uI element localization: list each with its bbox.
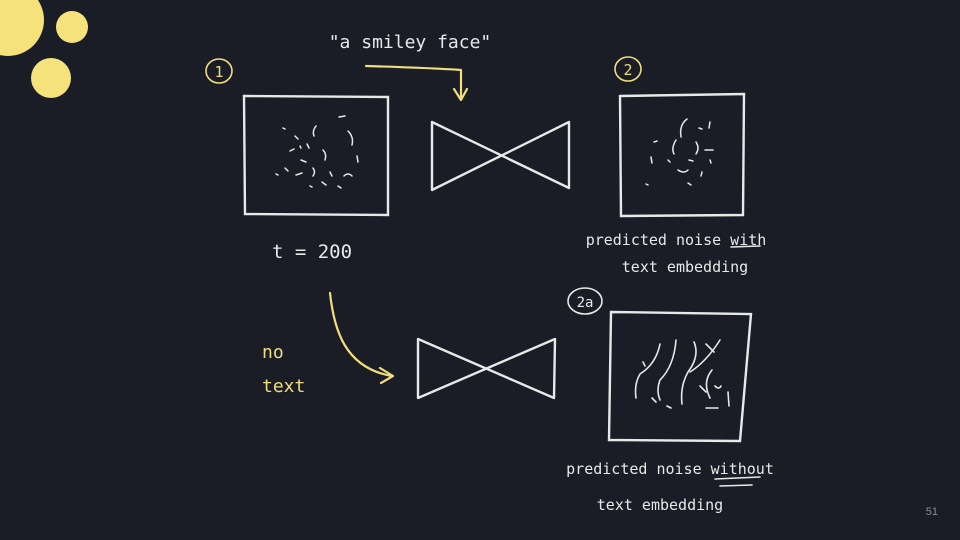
noisy-image-box: [242, 94, 390, 217]
prompt-arrow-line: [364, 64, 463, 101]
badge-2: 2: [614, 56, 642, 82]
badge-1-label: 1: [214, 63, 223, 81]
badge-2a: 2a: [567, 287, 603, 315]
predicted-noise-with-text-box: [618, 92, 746, 218]
predicted-noise-with-frame: [618, 92, 746, 218]
decor-circle-small: [56, 11, 88, 43]
prompt-arrow: [364, 64, 469, 102]
predicted-noise-without-caption-line2: text embedding: [597, 496, 723, 514]
noisy-image-frame: [242, 94, 390, 217]
timestep-arrow: [328, 291, 395, 385]
predicted-noise-with-marks: [645, 118, 714, 186]
decor-circle-medium: [31, 58, 71, 98]
predicted-noise-with-caption-line1: predicted noise with: [586, 231, 767, 249]
without-underline-1: [714, 476, 761, 480]
badge-2-label: 2: [623, 61, 632, 79]
predicted-noise-with-caption-line2: text embedding: [622, 258, 748, 276]
without-underline-2: [719, 484, 753, 487]
predicted-noise-without-caption-line1: predicted noise without: [566, 460, 774, 478]
noise-marks: [275, 115, 359, 189]
hourglass-2-shape: [416, 337, 557, 400]
prompt-text: "a smiley face": [329, 32, 492, 53]
timestep-caption: t = 200: [272, 241, 352, 263]
model-hourglass-with-text: [430, 120, 571, 192]
timestep-arrow-line: [328, 291, 394, 378]
page-number: 51: [925, 506, 938, 518]
no-text-label-line2: text: [262, 376, 305, 397]
badge-2a-label: 2a: [577, 295, 594, 311]
hourglass-1-shape: [430, 120, 571, 192]
model-hourglass-without-text: [416, 337, 557, 400]
badge-1: 1: [205, 58, 233, 84]
no-text-label-line1: no: [262, 342, 284, 363]
with-underline: [730, 245, 761, 248]
decorative-circles: [0, 0, 88, 98]
predicted-noise-without-text-box: [607, 310, 753, 443]
decor-circle-large: [0, 0, 44, 56]
predicted-noise-without-marks: [634, 339, 730, 409]
prompt-arrow-head: [452, 87, 469, 102]
predicted-noise-without-frame: [607, 310, 753, 443]
timestep-arrow-head: [378, 366, 395, 385]
